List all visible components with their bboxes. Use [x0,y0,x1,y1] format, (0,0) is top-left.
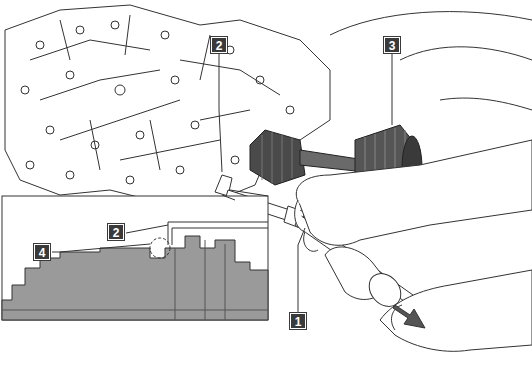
transmission-case [5,5,330,205]
inset-detail [2,190,268,320]
callout-number: 4 [34,244,50,260]
hands [295,140,532,351]
callout-number: 1 [290,313,306,329]
hub-outline [330,12,532,110]
callout-number: 3 [384,37,400,53]
callout-number: 2 [211,37,227,53]
callout-number: 2 [108,224,124,240]
pull-arrow [393,305,425,328]
